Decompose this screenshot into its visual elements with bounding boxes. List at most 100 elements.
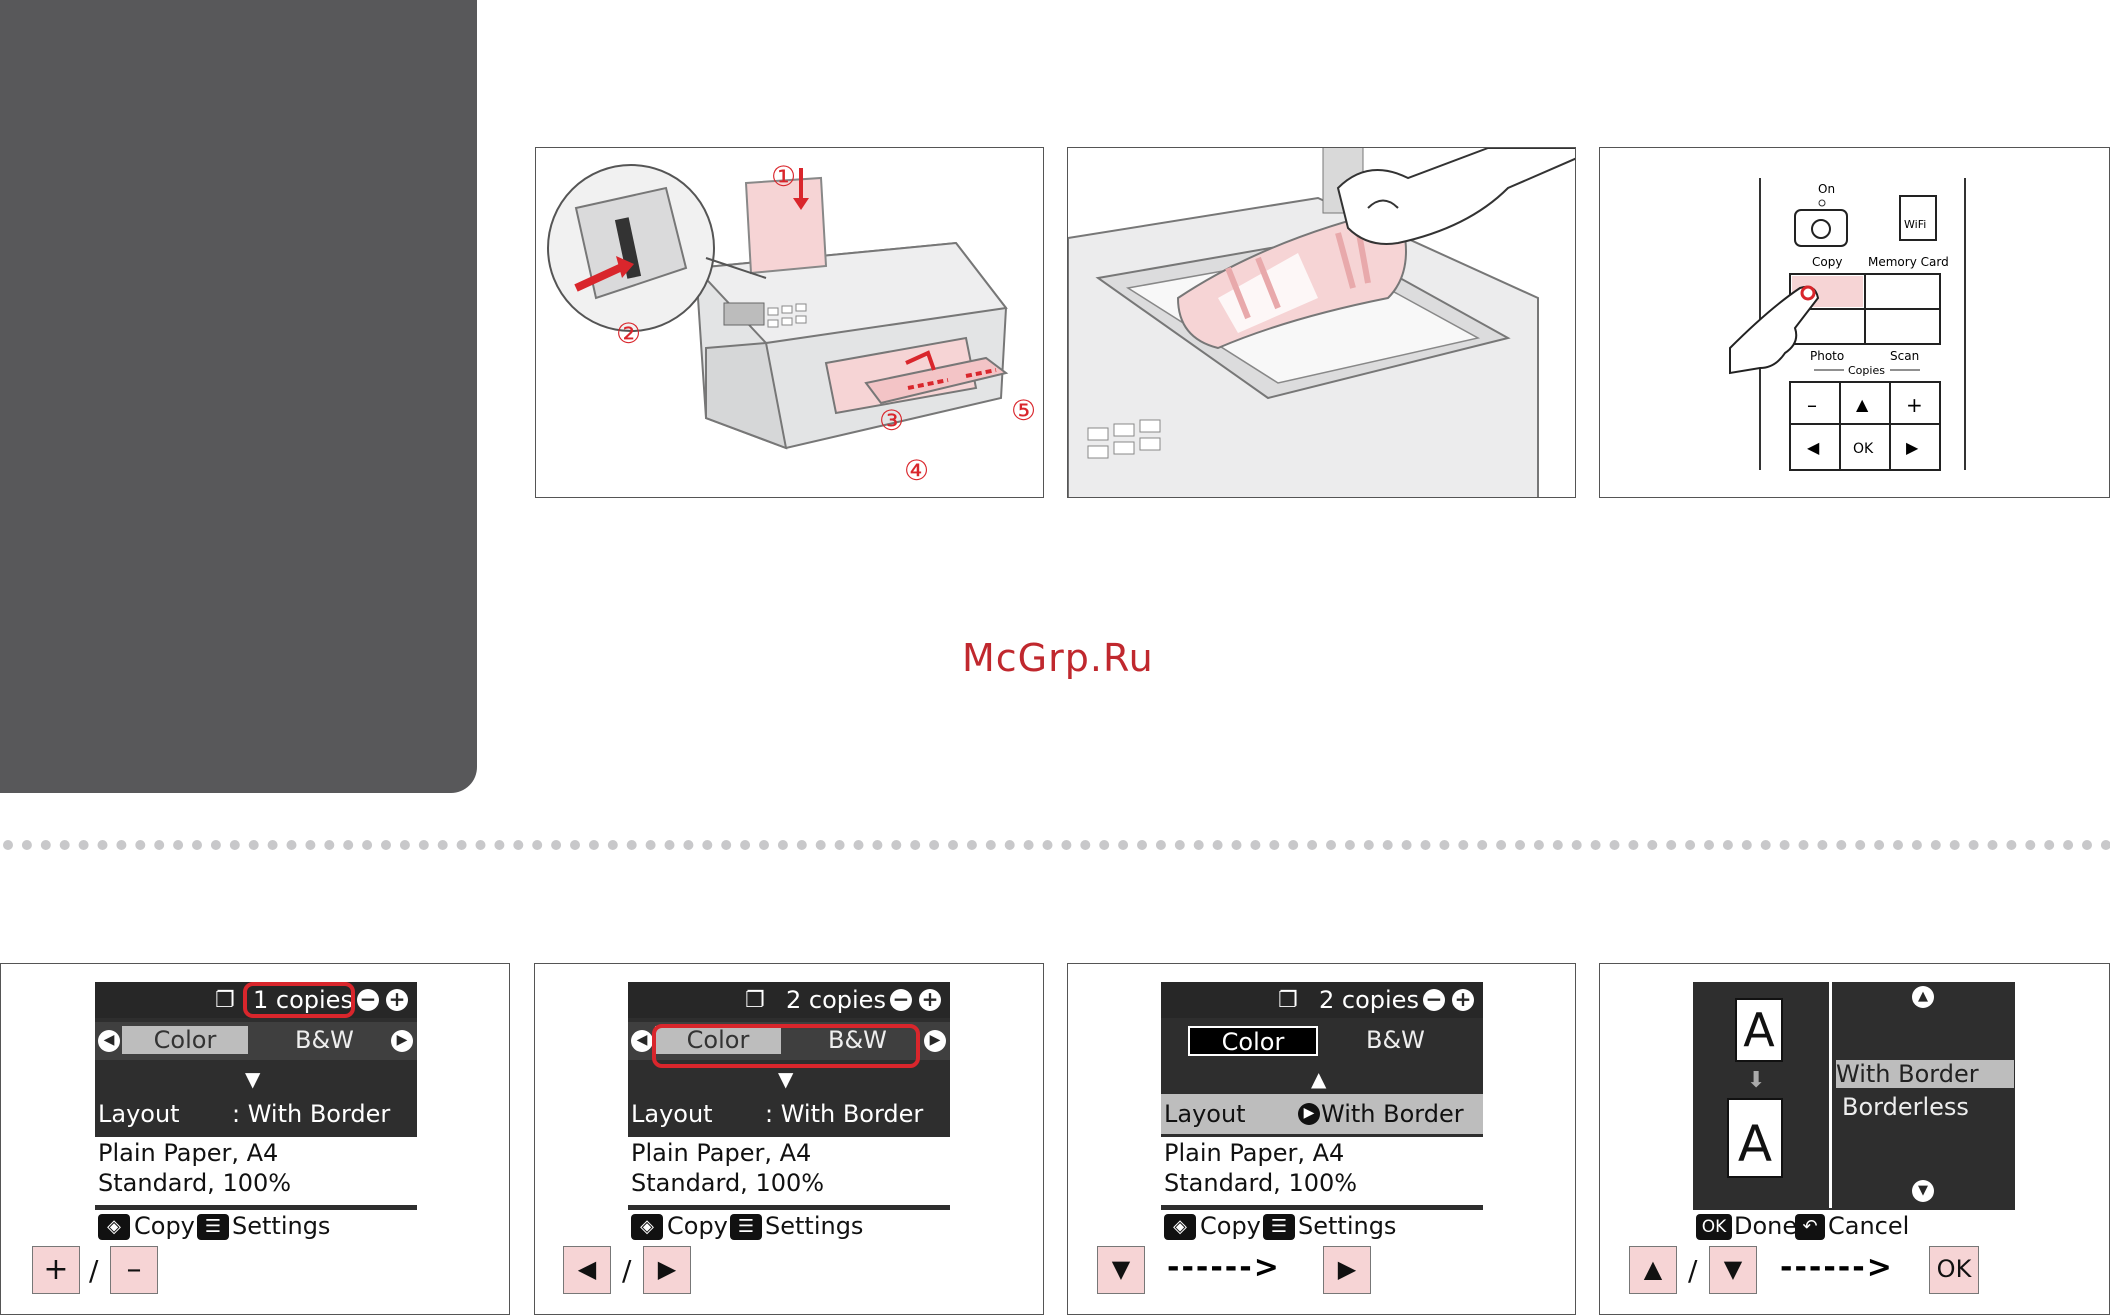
dotted-separator — [3, 840, 2110, 850]
quality-setting: Standard, 100% — [631, 1169, 825, 1197]
left-button[interactable]: ◀ — [563, 1246, 611, 1294]
right-arrow-icon: ▶ — [391, 1030, 413, 1052]
layout-label: Layout — [631, 1100, 713, 1128]
copies-icon: ❐ — [745, 988, 765, 1013]
on-label: On — [1818, 182, 1835, 196]
start-icon: ◈ — [631, 1214, 663, 1240]
callout-2: ② — [616, 317, 641, 350]
down-arrow-icon: ▼ — [778, 1067, 794, 1091]
left-arrow-icon: ◀ — [98, 1030, 120, 1052]
copies-label: Copies — [1848, 364, 1885, 377]
lcd-screen-4: A ⬇ A ▲ With Border Borderless ▼ OK Done… — [1693, 982, 2015, 1244]
separator-slash: / — [622, 1254, 632, 1287]
panel-plus-button: + — [1906, 393, 1923, 417]
plus-button[interactable]: + — [32, 1246, 80, 1294]
color-option: Color — [1188, 1026, 1318, 1056]
copies-count: 1 copies — [253, 986, 353, 1014]
minus-icon: − — [357, 989, 379, 1011]
layout-label: Layout — [1164, 1100, 1246, 1128]
minus-button[interactable]: – — [110, 1246, 158, 1294]
quality-setting: Standard, 100% — [98, 1169, 292, 1197]
down-button[interactable]: ▼ — [1097, 1246, 1145, 1294]
right-arrow-icon: ▶ — [924, 1030, 946, 1052]
control-panel-illustration: On WiFi Copy Memory Card Photo Scan Copi… — [1729, 178, 1966, 471]
copy-action: Copy — [667, 1212, 728, 1240]
copies-icon: ❐ — [1278, 988, 1298, 1013]
lcd-screen-1: ❐ 1 copies − + ◀ Color B&W ▶ ▼ Layout : … — [95, 982, 417, 1244]
ok-icon: OK — [1696, 1214, 1732, 1240]
panel-left-button: ◀ — [1807, 438, 1820, 457]
copy-action: Copy — [1200, 1212, 1261, 1240]
panel-up-button: ▲ — [1856, 395, 1869, 414]
layout-preview-before: A — [1735, 998, 1783, 1062]
left-arrow-icon: ◀ — [631, 1030, 653, 1052]
paper-setting: Plain Paper, A4 — [1164, 1139, 1345, 1167]
settings-action: Settings — [765, 1212, 864, 1240]
plus-icon: + — [919, 989, 941, 1011]
back-icon: ↶ — [1795, 1214, 1825, 1240]
down-arrow-icon: ▼ — [1912, 1180, 1934, 1202]
lcd-screen-2: ❐ 2 copies − + ◀ Color B&W ▶ ▼ Layout : … — [628, 982, 950, 1244]
lcd-screen-3: ❐ 2 copies − + Color B&W ▲ Layout ▶ With… — [1161, 982, 1483, 1244]
scanner-glass-illustration — [1068, 148, 1575, 497]
down-arrow-icon: ⬇ — [1747, 1068, 1766, 1093]
panel-right-button: ▶ — [1906, 438, 1919, 457]
layout-options-list: ▲ With Border Borderless ▼ — [1829, 982, 2015, 1208]
paper-setting: Plain Paper, A4 — [98, 1139, 279, 1167]
option-with-border: With Border — [1836, 1060, 2014, 1088]
done-action: Done — [1734, 1212, 1798, 1240]
settings-action: Settings — [232, 1212, 331, 1240]
layout-value: : With Border — [232, 1100, 391, 1128]
color-option: Color — [122, 1026, 248, 1054]
color-mode-highlight — [652, 1024, 920, 1068]
callout-1: ① — [771, 160, 796, 193]
quality-setting: Standard, 100% — [1164, 1169, 1358, 1197]
right-button[interactable]: ▶ — [1323, 1246, 1371, 1294]
wifi-icon — [1899, 195, 1937, 241]
right-button[interactable]: ▶ — [643, 1246, 691, 1294]
layout-value: With Border — [1321, 1100, 1464, 1128]
scan-label: Scan — [1890, 349, 1919, 363]
settings-action: Settings — [1298, 1212, 1397, 1240]
minus-icon: − — [890, 989, 912, 1011]
copies-icon: ❐ — [215, 988, 235, 1013]
copies-count: 2 copies — [786, 986, 886, 1014]
menu-icon: ☰ — [1263, 1214, 1295, 1240]
down-button[interactable]: ▼ — [1709, 1246, 1757, 1294]
cancel-action: Cancel — [1828, 1212, 1910, 1240]
callout-3: ③ — [879, 404, 904, 437]
copy-mode-label: Copy — [1812, 255, 1842, 269]
then-arrow: ------> — [1167, 1250, 1281, 1285]
ok-button[interactable]: OK — [1929, 1246, 1979, 1294]
then-arrow: ------> — [1780, 1250, 1894, 1285]
copies-count: 2 copies — [1319, 986, 1419, 1014]
chapter-side-tab — [0, 0, 477, 793]
plus-icon: + — [1452, 989, 1474, 1011]
bw-option: B&W — [1366, 1026, 1425, 1054]
up-arrow-icon: ▲ — [1311, 1067, 1327, 1091]
down-arrow-icon: ▼ — [245, 1067, 261, 1091]
option-borderless: Borderless — [1842, 1093, 1969, 1121]
callout-5: ⑤ — [1011, 394, 1036, 427]
color-option: Color — [655, 1026, 781, 1054]
menu-icon: ☰ — [730, 1214, 762, 1240]
printer-load-paper-illustration: ① ② ③ ④ ⑤ — [547, 160, 1036, 487]
layout-label: Layout — [98, 1100, 180, 1128]
bw-option: B&W — [295, 1026, 354, 1054]
bw-option: B&W — [828, 1026, 887, 1054]
copies-highlight — [243, 982, 355, 1018]
separator-slash: / — [89, 1254, 99, 1287]
watermark: McGrp.Ru — [962, 636, 1154, 680]
right-arrow-icon: ▶ — [1298, 1103, 1320, 1125]
paper-setting: Plain Paper, A4 — [631, 1139, 812, 1167]
start-icon: ◈ — [98, 1214, 130, 1240]
minus-icon: − — [1423, 989, 1445, 1011]
memory-card-label: Memory Card — [1868, 255, 1949, 269]
up-arrow-icon: ▲ — [1912, 986, 1934, 1008]
illustration-place-original — [1067, 147, 1576, 498]
copy-action: Copy — [134, 1212, 195, 1240]
layout-value: : With Border — [765, 1100, 924, 1128]
power-button — [1794, 209, 1848, 247]
photo-label: Photo — [1810, 349, 1844, 363]
up-button[interactable]: ▲ — [1629, 1246, 1677, 1294]
